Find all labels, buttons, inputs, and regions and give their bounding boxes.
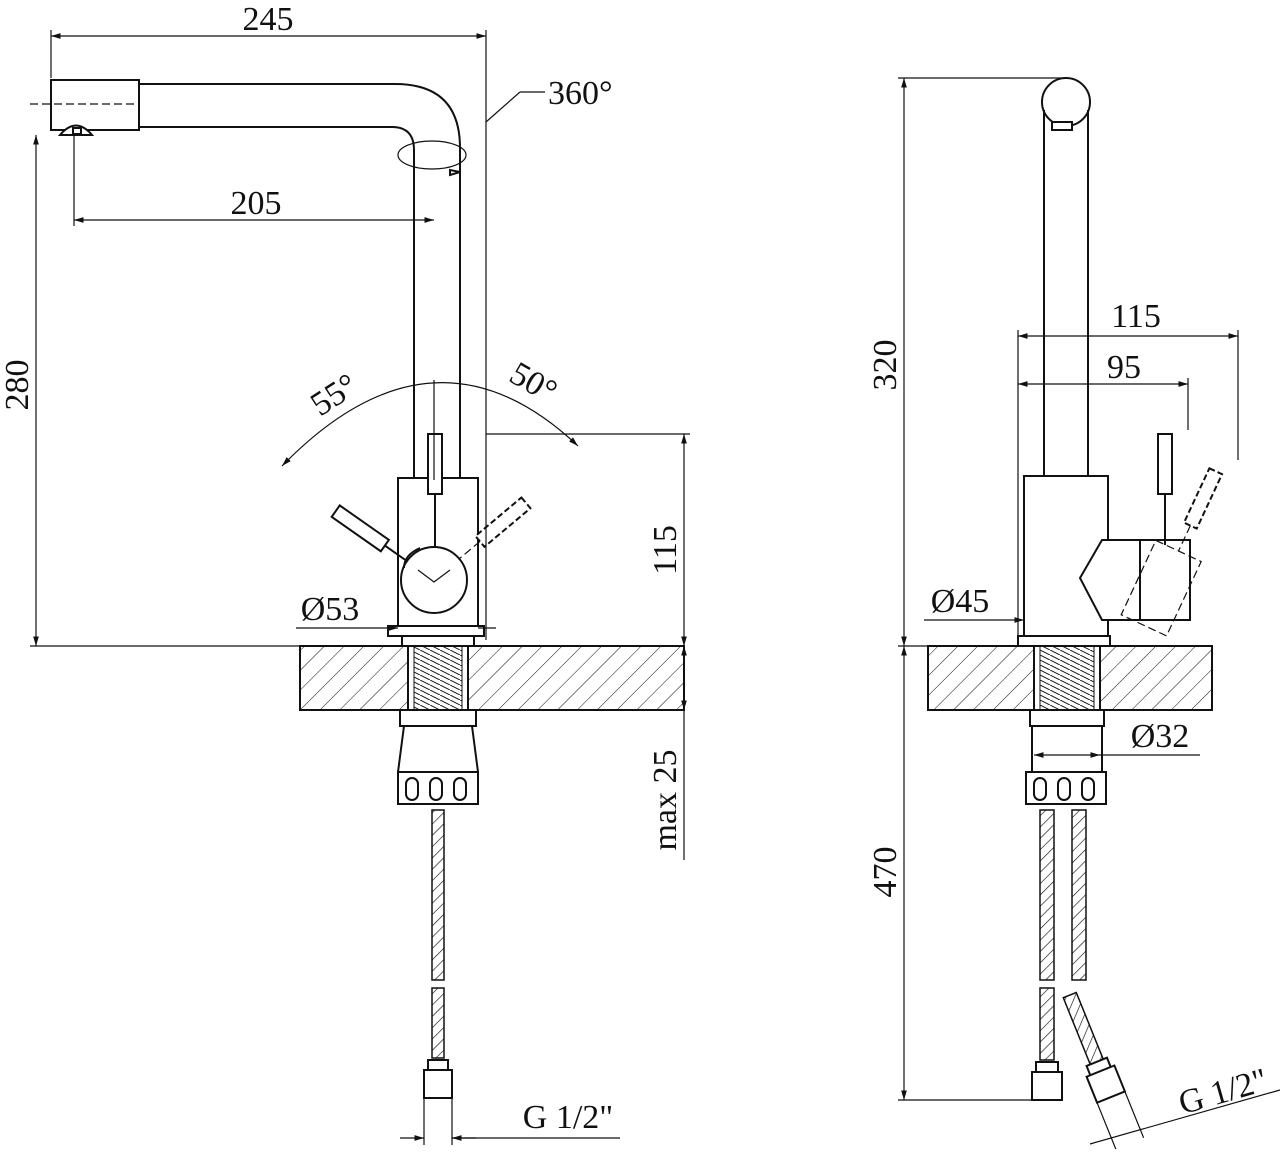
side-hoses: [1031, 809, 1145, 1150]
side-lever: [1120, 433, 1224, 637]
front-view: 245 205 280 360° 55° 50° 115 Ø53 max 25 …: [0, 1, 690, 1145]
side-spout: [1041, 77, 1091, 476]
side-body: [1017, 475, 1191, 647]
dim-shank-diameter: Ø32: [1131, 718, 1190, 755]
front-mounting-nut: [396, 709, 480, 805]
dim-hose-length: 470: [867, 847, 904, 898]
front-dimensions: [30, 30, 690, 1141]
front-countertop: [299, 645, 685, 711]
side-view: 320 115 95 Ø45 Ø32 470 G 1/2": [867, 77, 1281, 1150]
side-dimensions: [898, 77, 1281, 1145]
dim-rotation: 360°: [548, 75, 613, 112]
front-lever-left: [330, 504, 409, 563]
dim-base-diameter: Ø53: [301, 591, 360, 628]
front-body: [387, 477, 485, 647]
side-mounting-nut: [1025, 709, 1107, 805]
dim-spout-reach: 205: [231, 185, 282, 222]
dim-lever-left: 55°: [304, 367, 364, 424]
dim-front-thread: G 1/2": [523, 1099, 613, 1136]
front-spout: [30, 79, 467, 480]
dim-front-height: 280: [0, 360, 36, 411]
front-hose: [423, 809, 453, 1145]
dim-handle-depth: 95: [1107, 349, 1141, 386]
dim-spout-length: 245: [243, 1, 294, 38]
dim-lever-right: 50°: [503, 355, 563, 411]
dim-side-base-diameter: Ø45: [931, 583, 990, 620]
dim-body-height: 115: [647, 525, 684, 575]
dim-max-thickness: max 25: [647, 749, 684, 850]
dim-lever-depth: 115: [1111, 298, 1161, 335]
dim-side-height: 320: [867, 340, 904, 391]
dim-side-thread: G 1/2": [1175, 1062, 1272, 1122]
lever-angle-arc: [281, 382, 579, 467]
front-lever-right: [458, 496, 532, 560]
